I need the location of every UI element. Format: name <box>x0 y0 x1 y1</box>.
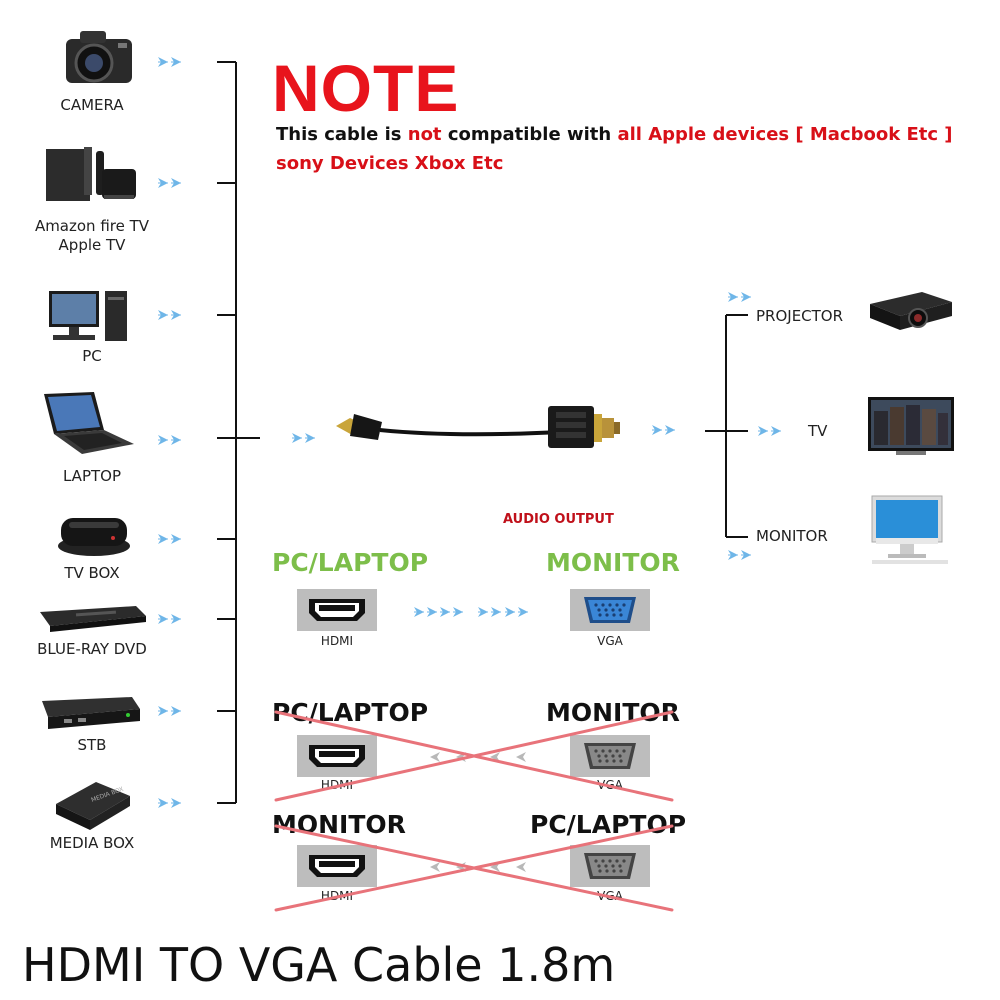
laptop-icon <box>44 392 134 454</box>
compat-row2-left-heading: PC/LAPTOP <box>272 698 429 727</box>
audio-output-label: AUDIO OUTPUT <box>503 512 614 527</box>
note-text-not: not <box>407 124 442 145</box>
compat-row2-right-heading: MONITOR <box>546 698 680 727</box>
compat-row3-right-heading: PC/LAPTOP <box>530 810 687 839</box>
bluray-player-icon <box>40 606 146 632</box>
note-text-apple: all Apple devices [ Macbook Etc ] <box>617 124 953 145</box>
vga-port-icon-disabled-2 <box>570 845 650 887</box>
tv-box-icon <box>58 518 130 556</box>
compat-row1-left-port: HDMI <box>320 634 354 648</box>
camera-icon <box>66 31 132 83</box>
source-label-tv-box: TV BOX <box>64 564 120 582</box>
projector-icon <box>870 292 952 330</box>
compat-row2-left-port: HDMI <box>320 778 354 792</box>
compat-row1-right-heading: MONITOR <box>546 548 680 577</box>
source-label-stb: STB <box>77 736 107 754</box>
source-label-pc: PC <box>82 347 102 365</box>
note-title: NOTE <box>272 51 460 125</box>
source-label-streaming: Amazon fire TV Apple TV <box>34 217 150 254</box>
compat-row2-right-port: VGA <box>597 778 623 792</box>
compat-row1-left-heading: PC/LAPTOP <box>272 548 429 577</box>
hdmi-port-icon-disabled-2 <box>297 845 377 887</box>
source-label-laptop: LAPTOP <box>62 467 122 485</box>
streaming-box-icon <box>46 147 136 201</box>
hdmi-port-icon-disabled <box>297 735 377 777</box>
set-top-box-icon <box>42 697 140 729</box>
hdmi-vga-cable-icon <box>336 406 620 448</box>
desktop-pc-icon <box>49 291 127 341</box>
output-label-tv: TV <box>808 422 828 440</box>
source-label-bluray: BLUE-RAY DVD <box>37 640 147 658</box>
source-label-media-box: MEDIA BOX <box>49 834 135 852</box>
compat-row3-left-heading: MONITOR <box>272 810 406 839</box>
vga-port-icon <box>570 589 650 631</box>
note-text-c: compatible with <box>441 124 618 145</box>
monitor-icon <box>871 495 948 564</box>
source-label-camera: CAMERA <box>60 96 124 114</box>
compat-row3-right-port: VGA <box>597 889 623 903</box>
output-label-projector: PROJECTOR <box>756 307 844 325</box>
vga-port-icon-disabled <box>570 735 650 777</box>
footer-title: HDMI TO VGA Cable 1.8m <box>22 938 616 992</box>
hdmi-port-icon <box>297 589 377 631</box>
output-label-monitor: MONITOR <box>756 527 828 545</box>
note-text-a: This cable is <box>276 124 408 145</box>
note-line-2: sony Devices Xbox Etc <box>276 153 504 174</box>
media-box-icon: MEDIA BOX <box>56 782 130 830</box>
note-line-1: This cable is not compatible with all Ap… <box>276 124 953 145</box>
compat-row3-left-port: HDMI <box>320 889 354 903</box>
compat-row1-right-port: VGA <box>597 634 623 648</box>
tv-icon <box>868 397 954 455</box>
